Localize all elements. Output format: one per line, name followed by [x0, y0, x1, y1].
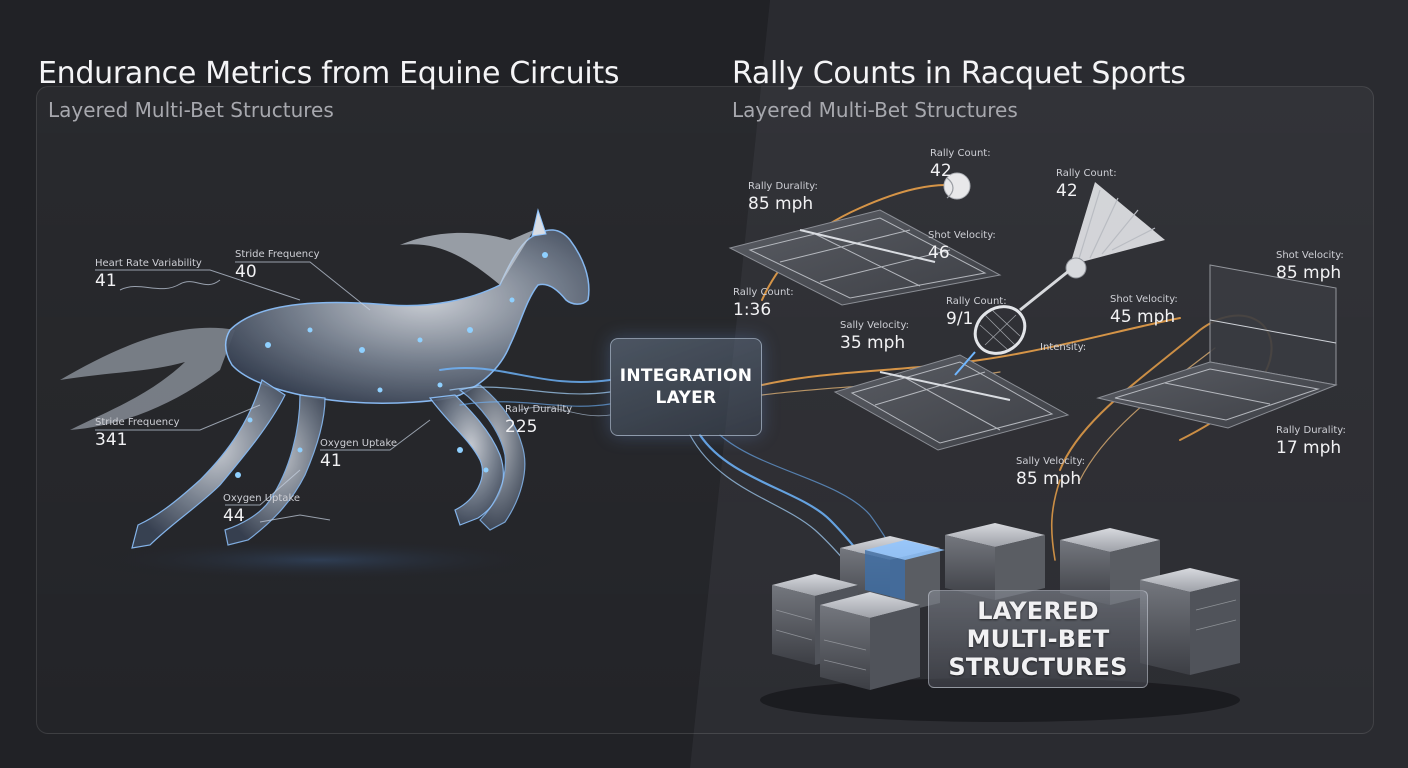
- metric-oxygen-uptake-lower: Oxygen Uptake 44: [223, 493, 300, 527]
- metric-value: 44: [223, 505, 300, 527]
- metric-label: Rally Count:: [733, 287, 794, 299]
- metric-value: 45 mph: [1110, 306, 1178, 328]
- tennis-court-2: [835, 355, 1068, 450]
- metric-label: Heart Rate Variability: [95, 258, 202, 270]
- metric-value: 9/1: [946, 308, 1007, 330]
- metric-shot-velocity-court1: Shot Velocity: 46: [928, 230, 996, 264]
- stack-line-1: LAYERED: [977, 597, 1099, 625]
- stack-line-3: STRUCTURES: [948, 653, 1127, 681]
- metric-label: Intensity:: [1040, 342, 1086, 354]
- metric-value: 42: [930, 160, 991, 182]
- metric-heart-rate-variability: Heart Rate Variability 41: [95, 258, 202, 292]
- metric-stride-frequency-top: Stride Frequency 40: [235, 249, 320, 283]
- metric-value: 341: [95, 429, 180, 451]
- metric-rally-count-ball: Rally Count: 42: [930, 148, 991, 182]
- metric-label: Oxygen Uptake: [320, 438, 397, 450]
- metric-value: 85 mph: [1276, 262, 1344, 284]
- metric-value: 17 mph: [1276, 437, 1346, 459]
- metric-sally-velocity-bottom: Sally Velocity: 85 mph: [1016, 456, 1085, 490]
- metric-rally-durality-equine: Rally Durality 225: [505, 404, 572, 438]
- metric-rally-count-left: Rally Count: 1:36: [733, 287, 794, 321]
- metric-label: Shot Velocity:: [1276, 250, 1344, 262]
- integration-layer-box: INTEGRATION LAYER: [610, 338, 762, 436]
- metric-value: 1:36: [733, 299, 794, 321]
- metric-value: 46: [928, 242, 996, 264]
- metric-sally-velocity-mid: Sally Velocity: 35 mph: [840, 320, 909, 354]
- squash-court: [1098, 265, 1336, 428]
- metric-label: Rally Durality:: [748, 181, 818, 193]
- metric-stride-frequency-bottom: Stride Frequency 341: [95, 417, 180, 451]
- metric-label: Rally Count:: [946, 296, 1007, 308]
- metric-label: Oxygen Uptake: [223, 493, 300, 505]
- metric-rally-durality-top: Rally Durality: 85 mph: [748, 181, 818, 215]
- metric-value: 35 mph: [840, 332, 909, 354]
- integration-line-1: INTEGRATION: [620, 365, 753, 387]
- metric-value: 41: [320, 450, 397, 472]
- metric-value: 40: [235, 261, 320, 283]
- metric-label: Sally Velocity:: [840, 320, 909, 332]
- metric-intensity: Intensity:: [1040, 342, 1086, 354]
- metric-label: Rally Durality: [505, 404, 572, 416]
- metric-label: Shot Velocity:: [1110, 294, 1178, 306]
- metric-shot-velocity-mid: Shot Velocity: 45 mph: [1110, 294, 1178, 328]
- metric-value: 225: [505, 416, 572, 438]
- metric-rally-durality-right: Rally Durality: 17 mph: [1276, 425, 1346, 459]
- metric-value: 85 mph: [1016, 468, 1085, 490]
- metric-shot-velocity-right: Shot Velocity: 85 mph: [1276, 250, 1344, 284]
- metric-label: Rally Count:: [1056, 168, 1117, 180]
- stack-line-2: MULTI-BET: [967, 625, 1110, 653]
- integration-line-2: LAYER: [656, 387, 717, 409]
- metric-label: Stride Frequency: [95, 417, 180, 429]
- metric-label: Sally Velocity:: [1016, 456, 1085, 468]
- layered-structures-label: LAYERED MULTI-BET STRUCTURES: [928, 590, 1148, 688]
- metric-oxygen-uptake-upper: Oxygen Uptake 41: [320, 438, 397, 472]
- metric-rally-count-racquet: Rally Count: 9/1: [946, 296, 1007, 330]
- metric-value: 85 mph: [748, 193, 818, 215]
- metric-label: Rally Durality:: [1276, 425, 1346, 437]
- metric-label: Rally Count:: [930, 148, 991, 160]
- metric-value: 42: [1056, 180, 1117, 202]
- metric-rally-count-shuttle: Rally Count: 42: [1056, 168, 1117, 202]
- metric-label: Stride Frequency: [235, 249, 320, 261]
- metric-label: Shot Velocity:: [928, 230, 996, 242]
- metric-value: 41: [95, 270, 202, 292]
